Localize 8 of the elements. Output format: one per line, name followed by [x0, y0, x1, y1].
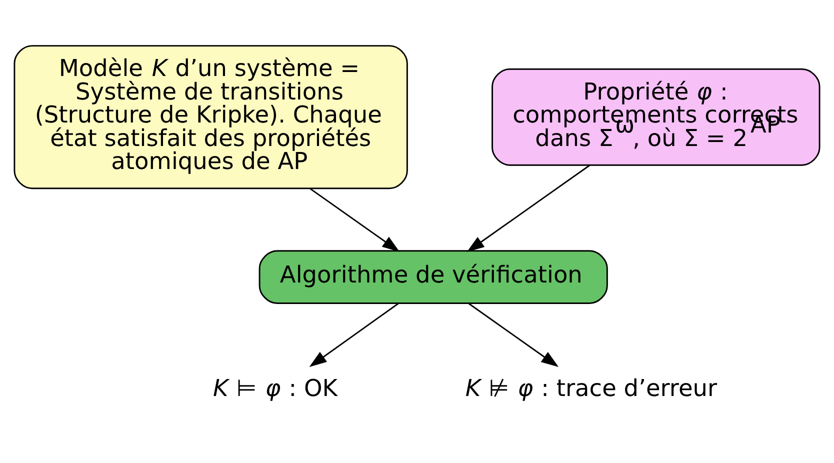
arrow — [466, 164, 590, 252]
arrow — [310, 188, 400, 252]
node-text: K ⊨ φ : OK — [213, 374, 338, 402]
node-box: Modèle K d’un système = Système de transitions (Structure de Kripke). Chaque état satisfait des propriétés atomiques de AP — [14, 44, 408, 189]
arrow — [309, 302, 399, 367]
node-text: K ⊭ φ : trace d’erreur — [465, 374, 718, 402]
arrow — [468, 302, 559, 367]
node-box: Algorithme de vérification — [258, 250, 608, 304]
